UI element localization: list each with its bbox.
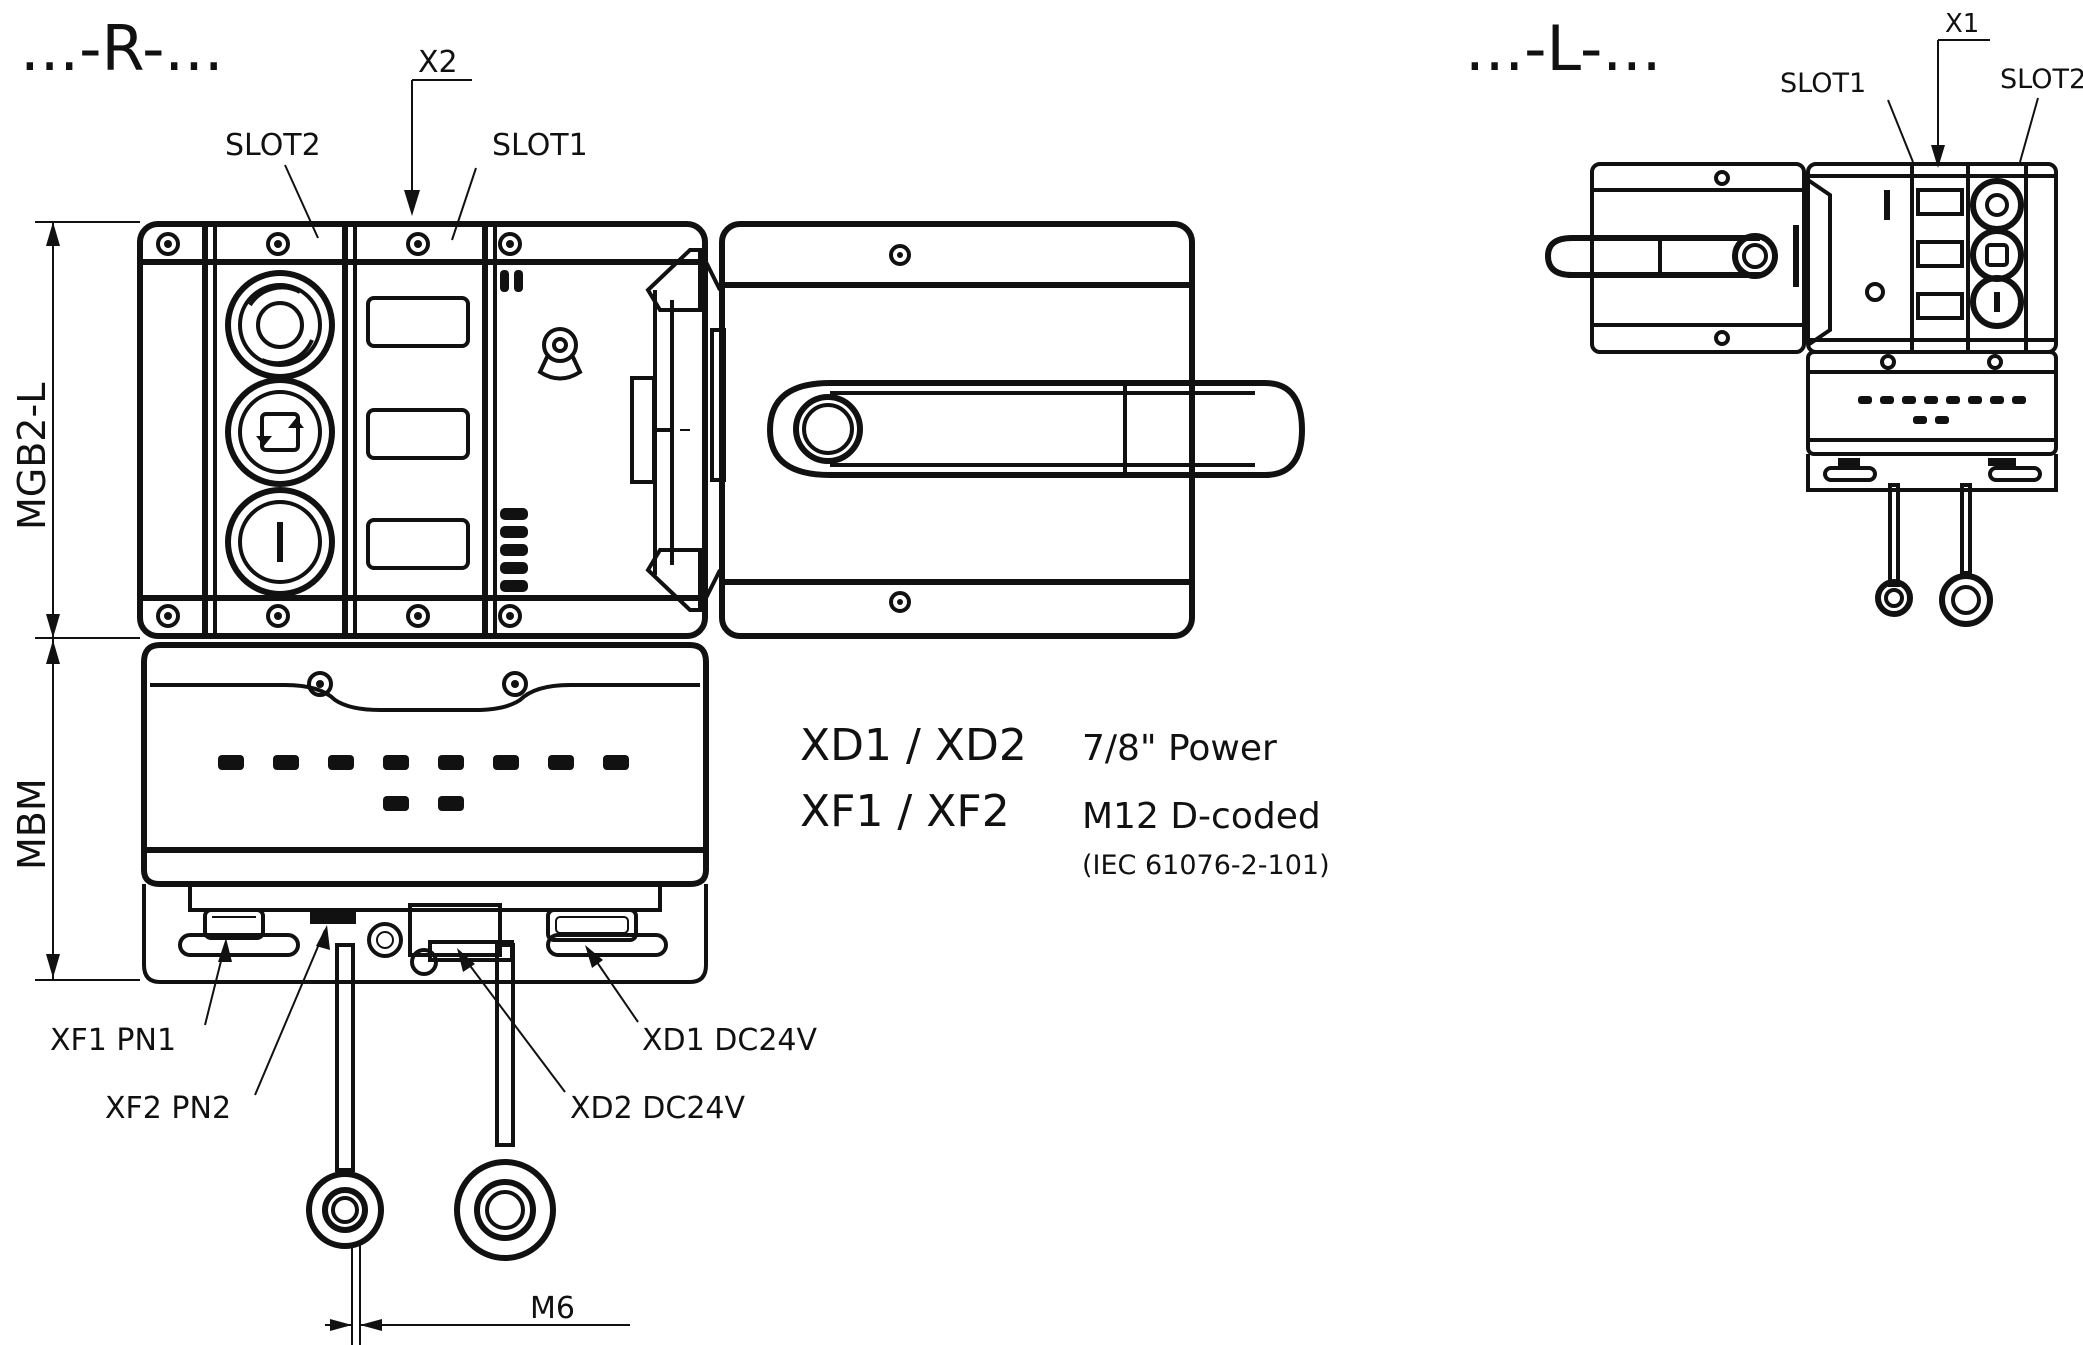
power-button-icon [225, 487, 335, 597]
connector-xd2 [367, 922, 514, 976]
latch-hinge [630, 248, 726, 612]
mgb2-housing-left [1806, 162, 2058, 354]
legend-note-xf: (IEC 61076-2-101) [1082, 850, 1330, 881]
dimension-m6 [325, 1245, 630, 1345]
actuator-left [1544, 162, 1806, 354]
label-slot1-left: SLOT1 [1780, 68, 1866, 99]
connector-xd1 [546, 908, 638, 942]
actuator [719, 221, 1195, 639]
label-xf2: XF2 PN2 [105, 1091, 231, 1126]
cables-left-view [1875, 483, 1993, 627]
x2-leader [404, 79, 472, 216]
xd2-leader [461, 954, 566, 1093]
base-plate [142, 882, 708, 984]
xf2-leader [254, 929, 326, 1096]
slot1-left-leader [1887, 99, 1914, 163]
buttons-left [1970, 178, 2024, 329]
xd1-leader [589, 951, 639, 1023]
label-slot1-right: SLOT1 [492, 128, 588, 163]
xd2-arrow [457, 948, 475, 972]
mbm-housing-left [1806, 350, 2058, 492]
screw-icon [156, 232, 522, 628]
slot1-blanks [366, 296, 470, 570]
label-m6: M6 [530, 1291, 575, 1326]
xd1-arrow [585, 945, 603, 968]
cycle-button-icon [225, 377, 335, 487]
legend-value-xd: 7/8" Power [1082, 728, 1277, 769]
xf2-arrow [316, 925, 330, 950]
legend-key-xd: XD1 / XD2 [800, 720, 1027, 771]
label-mgb2l: MGB2-L [10, 383, 54, 530]
dimension-mbm [35, 638, 140, 981]
view-title-right: ...-R-... [20, 12, 224, 85]
label-x1: X1 [1945, 9, 1979, 39]
x1-leader [1931, 39, 1990, 168]
mbm-housing [141, 642, 709, 887]
mgb2-housing [137, 221, 708, 639]
view-title-left: ...-L-... [1465, 12, 1661, 85]
label-xd1: XD1 DC24V [642, 1023, 817, 1058]
cable-right [454, 943, 556, 1261]
slot2-left-leader [2019, 97, 2039, 163]
slot2-leader [284, 164, 319, 239]
label-slot2-left: SLOT2 [2000, 64, 2083, 95]
label-mbm: MBM [10, 778, 54, 870]
led-icon [500, 270, 528, 592]
led-icon [218, 755, 629, 811]
legend-value-xf: M12 D-coded [1082, 796, 1321, 837]
led-icon [1858, 396, 2026, 424]
connector-xf2 [310, 910, 356, 924]
handle-icon [766, 380, 1306, 478]
keyhole-icon [537, 327, 583, 381]
label-xf1: XF1 PN1 [50, 1023, 176, 1058]
cable-left [306, 943, 384, 1249]
legend-key-xf: XF1 / XF2 [800, 786, 1010, 837]
label-slot2-right: SLOT2 [225, 128, 321, 163]
connector-xf1 [203, 908, 265, 940]
slot1-leader [451, 167, 477, 241]
stop-button-icon [225, 270, 335, 380]
label-xd2: XD2 DC24V [570, 1091, 745, 1126]
xf1-arrow [218, 938, 232, 962]
label-x2: X2 [418, 45, 458, 80]
